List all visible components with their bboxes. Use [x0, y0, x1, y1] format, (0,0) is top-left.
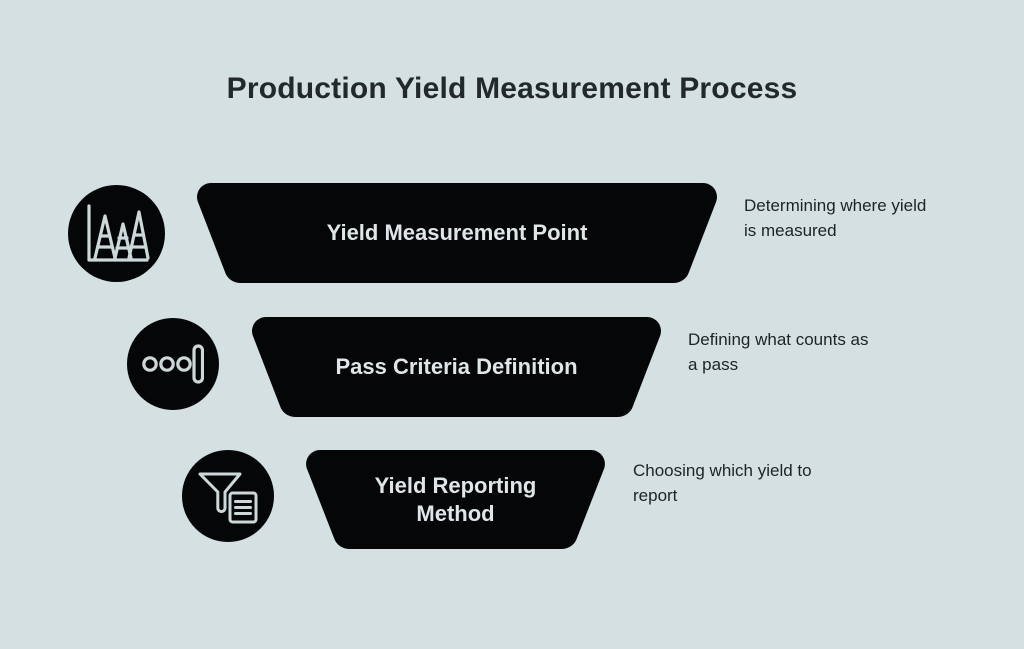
step-1-label: Yield Measurement Point: [326, 220, 588, 246]
step-3-funnel-shape: [306, 450, 605, 549]
step-1-description: Determining where yield is measured: [744, 196, 927, 240]
step-1-funnel-segment[interactable]: Yield Measurement Point: [197, 183, 717, 283]
step-2-funnel-segment[interactable]: Pass Criteria Definition: [252, 317, 661, 417]
step-2-label: Pass Criteria Definition: [335, 354, 578, 380]
step-2-icon-badge: [127, 318, 219, 410]
funnel-step-1: Yield Measurement Point Determining wher…: [0, 178, 1024, 288]
measurement-towers-chart-icon: [84, 203, 150, 265]
step-2-funnel-shape: [252, 317, 661, 417]
page-title: Production Yield Measurement Process: [226, 72, 798, 105]
step-1-funnel-shape: [197, 183, 717, 283]
funnel-step-3: Yield Reporting Method Choosing which yi…: [0, 445, 1024, 555]
pass-criteria-dots-icon: [142, 342, 204, 386]
step-3-label: Yield Reporting Method: [374, 473, 537, 526]
step-3-funnel-segment[interactable]: Yield Reporting Method: [306, 450, 605, 549]
step-1-icon-badge: [68, 185, 165, 282]
step-2-description: Defining what counts as a pass: [688, 330, 869, 374]
funnel-report-icon: [197, 468, 259, 524]
step-3-description: Choosing which yield to report: [633, 461, 812, 505]
step-3-icon-badge: [182, 450, 274, 542]
funnel-step-2: Pass Criteria Definition Defining what c…: [0, 312, 1024, 422]
